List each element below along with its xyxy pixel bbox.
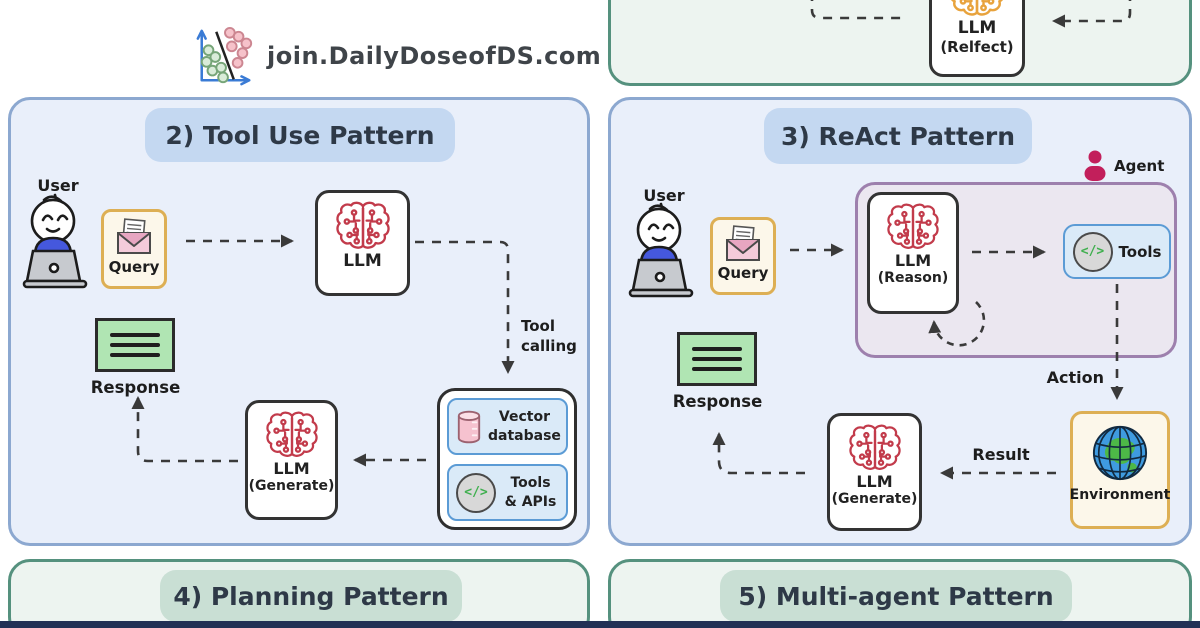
response-label: Response: [672, 392, 763, 411]
agent-label: Agent: [1114, 157, 1165, 175]
llm-label: LLM: [957, 18, 997, 38]
reflection-pattern-panel: [608, 0, 1192, 86]
tool-use-title: 2) Tool Use Pattern: [165, 120, 435, 150]
action-label: Action: [1046, 368, 1104, 387]
brain-circuit-icon: [847, 423, 903, 473]
llm-reason-sublabel: (Reason): [877, 270, 949, 287]
environment-box: Environment: [1070, 411, 1170, 529]
llm-reason-label: LLM: [894, 251, 932, 270]
llm-generate-box: LLM (Generate): [245, 400, 338, 520]
user-at-laptop-icon: [16, 193, 96, 289]
environment-label: Environment: [1069, 487, 1171, 503]
llm-generate-label: LLM: [273, 459, 310, 478]
llm-sublabel: (Relfect): [940, 37, 1014, 56]
query-label: Query: [717, 264, 769, 282]
database-icon: [456, 409, 482, 445]
brain-circuit-icon: [264, 410, 320, 460]
user-label: User: [37, 176, 79, 195]
brain-circuit-icon: [946, 0, 1008, 19]
response-box: [95, 318, 175, 372]
llm-label: LLM: [343, 251, 382, 271]
planning-title-pill: 4) Planning Pattern: [160, 570, 462, 622]
tools-apis-label: Tools & APIs: [504, 475, 557, 510]
llm-box: LLM: [315, 190, 410, 296]
vector-database-label: Vector database: [488, 409, 561, 444]
scatter-plot-logo-icon: [193, 24, 257, 90]
user-label: User: [643, 186, 685, 205]
brain-circuit-icon: [885, 202, 941, 252]
llm-reason-box: LLM (Reason): [867, 192, 959, 314]
text-line: [110, 353, 160, 357]
query-box: Query: [101, 209, 167, 289]
code-glyph: </>: [464, 485, 488, 500]
mail-query-icon: [114, 218, 154, 256]
tool-use-title-pill: 2) Tool Use Pattern: [145, 108, 455, 162]
text-line: [692, 367, 742, 371]
query-label: Query: [108, 258, 160, 276]
planning-title: 4) Planning Pattern: [173, 581, 449, 611]
llm-generate-sublabel: (Generate): [831, 491, 918, 508]
llm-reflect-box: LLM (Relfect): [929, 0, 1025, 77]
vector-database-box: Vector database: [447, 398, 568, 455]
tools-label: Tools: [1118, 242, 1162, 261]
bottom-bar: [0, 621, 1200, 628]
text-line: [110, 343, 160, 347]
tools-apis-box: </> Tools & APIs: [447, 464, 568, 521]
tools-box: </> Tools: [1063, 224, 1171, 279]
code-icon: </>: [1072, 231, 1113, 272]
response-label: Response: [90, 378, 181, 397]
multi-agent-title-pill: 5) Multi-agent Pattern: [720, 570, 1072, 622]
llm-generate-sublabel: (Generate): [248, 478, 335, 495]
text-line: [692, 357, 742, 361]
agent-person-icon: [1082, 150, 1108, 182]
response-box: [677, 332, 757, 386]
tool-calling-label: Tool calling: [521, 317, 577, 356]
text-line: [110, 333, 160, 337]
llm-generate-label: LLM: [856, 472, 893, 491]
user-at-laptop-icon: [622, 202, 702, 298]
query-box: Query: [710, 217, 776, 295]
mail-query-icon: [723, 225, 763, 263]
text-line: [692, 347, 742, 351]
code-icon: </>: [456, 472, 496, 513]
site-url-text: join.DailyDoseofDS.com: [267, 42, 602, 70]
brain-circuit-icon: [334, 200, 392, 252]
llm-generate-box: LLM (Generate): [827, 413, 922, 531]
code-glyph: </>: [1080, 244, 1105, 259]
globe-icon: [1091, 424, 1149, 482]
multi-agent-title: 5) Multi-agent Pattern: [738, 581, 1054, 611]
react-title-pill: 3) ReAct Pattern: [764, 108, 1032, 164]
react-title: 3) ReAct Pattern: [780, 121, 1016, 151]
result-label: Result: [972, 445, 1030, 464]
